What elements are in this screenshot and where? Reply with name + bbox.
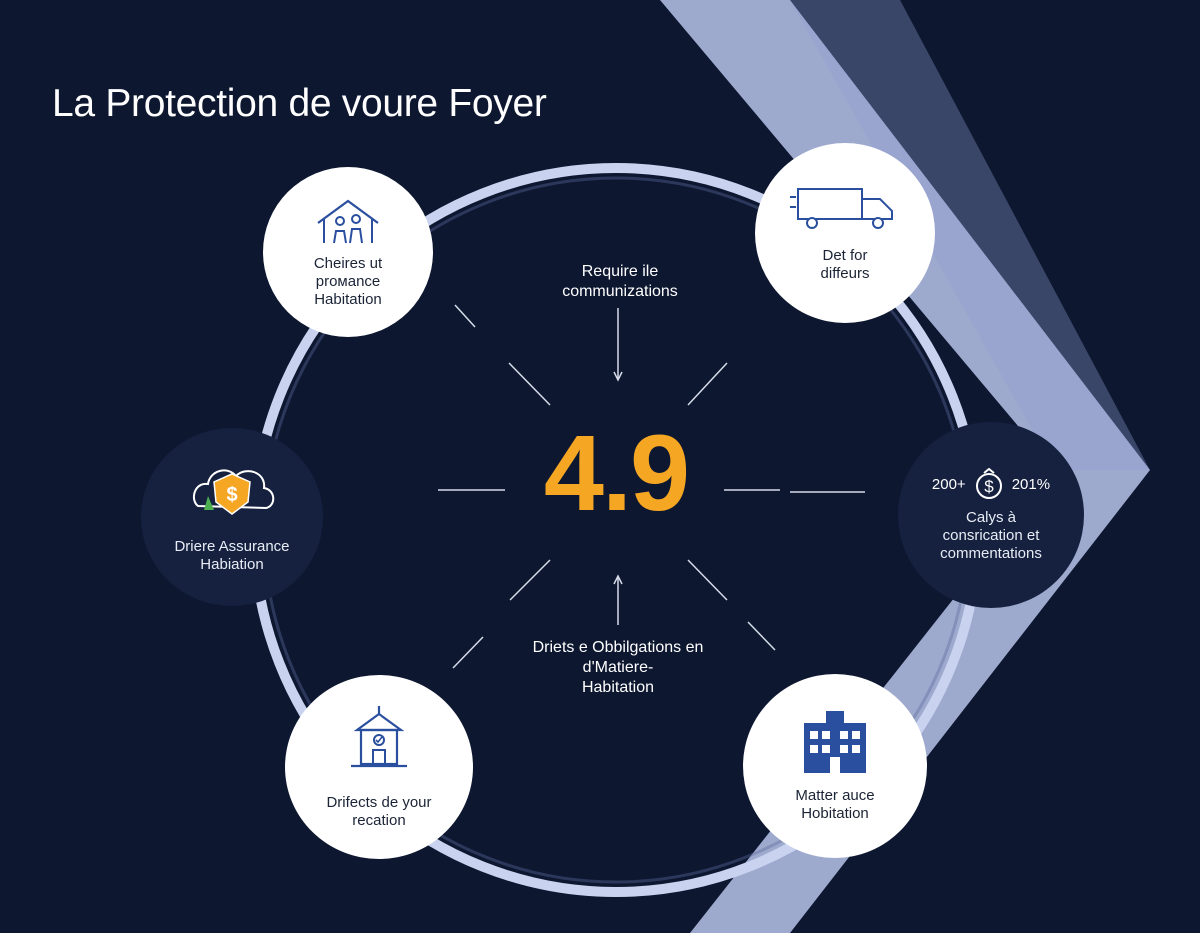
node-right-stat-right: 201% (1011, 475, 1051, 493)
node-right-label: Calys à consrication et commentations (940, 509, 1042, 562)
node-top-left[interactable]: Cheires ut proмance Habitation (263, 167, 433, 337)
page-title: La Protection de voure Foyer (52, 82, 547, 125)
chevron-shadow (790, 0, 1150, 470)
node-top-left-label: Cheires ut proмance Habitation (313, 255, 383, 308)
node-left-label: Driere Assurance Habiation (174, 538, 290, 573)
svg-text:$: $ (984, 477, 994, 496)
node-top-right-label: Det for diffeurs (820, 247, 870, 282)
house-family-icon (317, 199, 379, 244)
truck-icon (790, 188, 893, 229)
dollar-circle-icon: $ (975, 467, 1002, 499)
node-top-right[interactable]: Det for diffeurs (755, 143, 935, 323)
node-right[interactable]: 200+ $ 201% Calys à consrication et comm… (898, 422, 1084, 608)
node-right-stat-left: 200+ (931, 475, 966, 493)
node-bottom-right-label: Matter auce Hobitation (795, 787, 875, 822)
radial-lines (438, 304, 865, 669)
center-bottom-text: Driets e Obbilgations en d'Matiere- Habi… (532, 639, 704, 696)
dollar-shield-icon: $ (192, 469, 275, 515)
apartment-building-icon (804, 711, 866, 773)
center-top-text: Require ile communizations (562, 263, 678, 300)
node-bottom-left-label: Drifects de your recation (326, 794, 432, 829)
node-left[interactable]: $ Driere Assurance Habiation (141, 428, 323, 606)
center-value: 4.9 (543, 412, 690, 533)
svg-text:$: $ (226, 484, 237, 506)
school-building-icon (351, 706, 407, 768)
node-right-stats: 200+ $ 201% (932, 467, 1050, 501)
node-bottom-right[interactable]: Matter auce Hobitation (743, 674, 927, 858)
node-bottom-left[interactable]: Drifects de your recation (285, 675, 473, 859)
